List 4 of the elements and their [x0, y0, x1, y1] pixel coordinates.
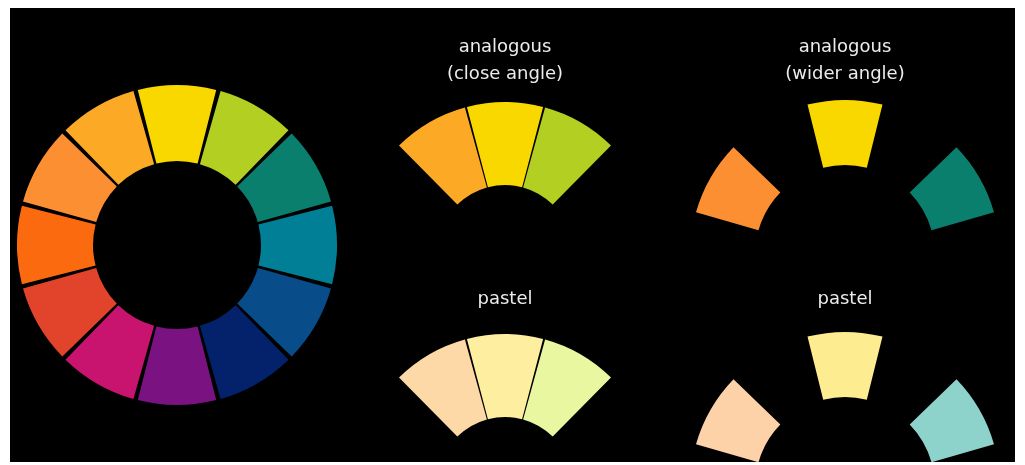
swatch-title: pastel — [476, 286, 534, 310]
swatch-title: analogous (close angle) — [445, 34, 565, 85]
swatch-title: pastel — [816, 286, 874, 310]
swatch-title: analogous (wider angle) — [784, 34, 906, 85]
